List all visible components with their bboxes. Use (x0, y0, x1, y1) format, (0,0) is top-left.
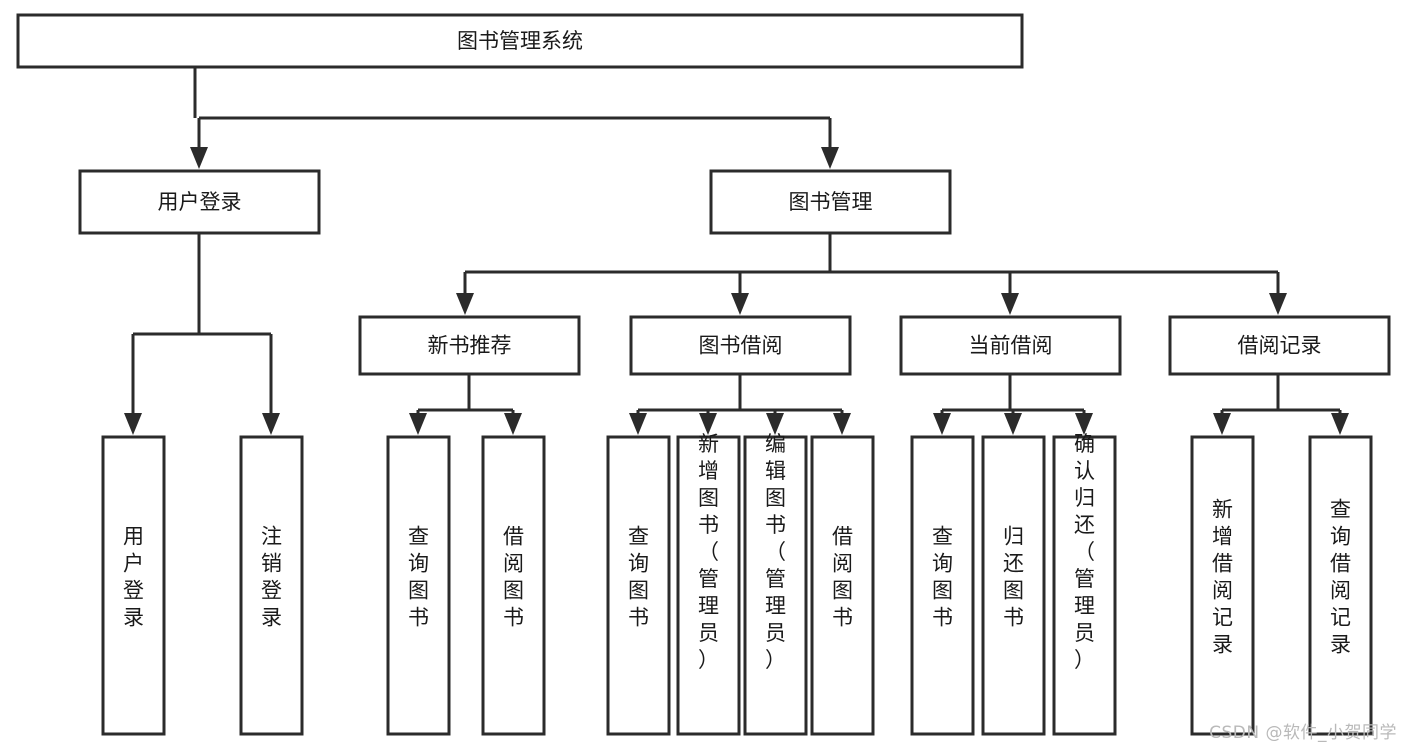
arrow-head-drop-book-management (821, 147, 839, 169)
node-book-management[interactable]: 图书管理 (709, 169, 952, 235)
root-node-root[interactable]: 图书管理系统 (16, 13, 1024, 69)
node-user-login[interactable]: 用户登录 (78, 169, 321, 235)
box-root[interactable] (16, 13, 1024, 69)
arrow-head-drop-leaf-query-book-recommend (409, 413, 427, 435)
arrow-head-drop-leaf-query-book-borrow (629, 413, 647, 435)
box-book-management[interactable] (709, 169, 952, 235)
box-leaf-query-borrow-record[interactable] (1308, 435, 1373, 736)
leaf-label: 注销登录 (261, 525, 282, 630)
box-leaf-borrow-book-recommend[interactable] (481, 435, 546, 736)
node-layer: 图书管理系统用户登录图书管理新书推荐图书借阅当前借阅借阅记录用户登录注销登录查询… (16, 13, 1391, 736)
box-leaf-edit-book[interactable] (743, 435, 808, 736)
leaf-label: 确认归还（管理员） (1074, 432, 1095, 672)
leaf-node-leaf-query-book-current[interactable]: 查询图书 (910, 435, 975, 736)
box-user-login[interactable] (78, 169, 321, 235)
box-leaf-borrow-book[interactable] (810, 435, 875, 736)
connector-layer (124, 67, 1349, 435)
box-leaf-query-book-current[interactable] (910, 435, 975, 736)
leaf-node-leaf-user-login[interactable]: 用户登录 (101, 435, 166, 736)
box-leaf-add-book[interactable] (676, 435, 741, 736)
leaf-label: 编辑图书（管理员） (765, 432, 786, 672)
box-leaf-confirm-return[interactable] (1052, 435, 1117, 736)
leaf-label: 查询图书 (628, 525, 649, 630)
label-user-login: 用户登录 (158, 190, 242, 214)
leaf-node-leaf-add-borrow-record[interactable]: 新增借阅记录 (1190, 435, 1255, 736)
leaf-node-leaf-return-book[interactable]: 归还图书 (981, 435, 1046, 736)
leaf-label: 用户登录 (123, 525, 144, 630)
leaf-label: 查询图书 (408, 525, 429, 630)
arrow-head-drop-leaf-add-book (699, 413, 717, 435)
arrow-head-drop-leaf-query-book-current (933, 413, 951, 435)
leaf-node-leaf-add-book[interactable]: 新增图书（管理员） (676, 432, 741, 736)
arrow-head-drop-leaf-return-book (1004, 413, 1022, 435)
leaf-label: 查询图书 (932, 525, 953, 630)
leaf-label: 借阅图书 (832, 525, 853, 630)
leaf-node-leaf-borrow-book-recommend[interactable]: 借阅图书 (481, 435, 546, 736)
arrow-head-drop-new-book-recommend (456, 293, 474, 315)
node-new-book-recommend[interactable]: 新书推荐 (358, 315, 581, 376)
label-borrow-records: 借阅记录 (1238, 334, 1322, 358)
label-book-management: 图书管理 (789, 190, 873, 214)
box-borrow-records[interactable] (1168, 315, 1391, 376)
arrow-head-drop-leaf-user-login (124, 413, 142, 435)
leaf-label: 借阅图书 (503, 525, 524, 630)
node-book-borrow[interactable]: 图书借阅 (629, 315, 852, 376)
leaf-node-leaf-query-book-recommend[interactable]: 查询图书 (386, 435, 451, 736)
leaf-label: 查询借阅记录 (1330, 498, 1351, 657)
label-current-borrow: 当前借阅 (969, 334, 1053, 358)
box-new-book-recommend[interactable] (358, 315, 581, 376)
node-current-borrow[interactable]: 当前借阅 (899, 315, 1122, 376)
leaf-label: 新增图书（管理员） (698, 432, 719, 672)
csdn-watermark: CSDN @软件_小贺同学 (1209, 723, 1397, 743)
leaf-label: 归还图书 (1003, 525, 1024, 630)
arrow-head-drop-book-borrow (731, 293, 749, 315)
arrow-head-drop-leaf-borrow-book (833, 413, 851, 435)
arrow-head-drop-leaf-logout (262, 413, 280, 435)
box-leaf-add-borrow-record[interactable] (1190, 435, 1255, 736)
arrow-head-drop-user-login (190, 147, 208, 169)
leaf-node-leaf-edit-book[interactable]: 编辑图书（管理员） (743, 432, 808, 736)
label-root: 图书管理系统 (457, 29, 583, 53)
leaf-node-leaf-borrow-book[interactable]: 借阅图书 (810, 435, 875, 736)
box-leaf-query-book-recommend[interactable] (386, 435, 451, 736)
arrow-head-drop-leaf-add-borrow-record (1213, 413, 1231, 435)
label-book-borrow: 图书借阅 (699, 334, 783, 358)
arrow-head-drop-borrow-records (1269, 293, 1287, 315)
arrow-head-drop-leaf-edit-book (766, 413, 784, 435)
leaf-node-leaf-query-borrow-record[interactable]: 查询借阅记录 (1308, 435, 1373, 736)
box-leaf-user-login[interactable] (101, 435, 166, 736)
leaf-node-leaf-query-book-borrow[interactable]: 查询图书 (606, 435, 671, 736)
arrow-head-drop-leaf-confirm-return (1075, 413, 1093, 435)
leaf-node-leaf-confirm-return[interactable]: 确认归还（管理员） (1052, 432, 1117, 736)
box-leaf-query-book-borrow[interactable] (606, 435, 671, 736)
arrow-head-drop-leaf-query-borrow-record (1331, 413, 1349, 435)
box-leaf-return-book[interactable] (981, 435, 1046, 736)
arrow-head-drop-leaf-borrow-book-recommend (504, 413, 522, 435)
leaf-label: 新增借阅记录 (1212, 498, 1233, 657)
box-leaf-logout[interactable] (239, 435, 304, 736)
leaf-node-leaf-logout[interactable]: 注销登录 (239, 435, 304, 736)
box-current-borrow[interactable] (899, 315, 1122, 376)
node-borrow-records[interactable]: 借阅记录 (1168, 315, 1391, 376)
label-new-book-recommend: 新书推荐 (428, 334, 512, 358)
box-book-borrow[interactable] (629, 315, 852, 376)
arrow-head-drop-current-borrow (1001, 293, 1019, 315)
